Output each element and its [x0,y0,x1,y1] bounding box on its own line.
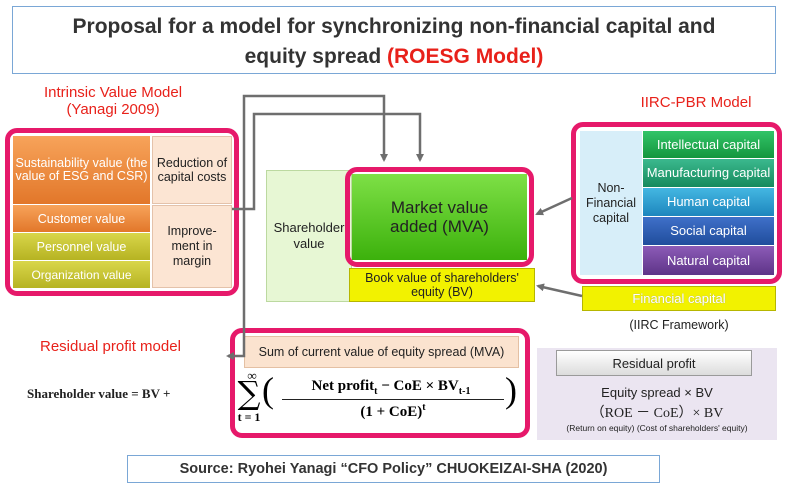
arrow-intrinsic-to-sum [226,209,246,360]
sum-frame [230,328,530,438]
intrinsic-value-label-line2: (Yanagi 2009) [66,101,160,118]
intrinsic-value-label-line1: Intrinsic Value Model [43,84,183,101]
numerator-sub-t-minus-1: t-1 [458,386,471,397]
manufacturing-capital-box: Manufacturing capital [643,159,774,187]
mva-box: Market value added (MVA) [352,174,527,260]
sum-lower-limit: t = 1 [237,410,261,424]
financial-capital-box: Financial capital [582,286,776,311]
shareholder-value-box: Shareholder value [266,170,352,302]
numerator-minus-coe-bv: − CoE × BV [377,378,459,394]
left-paren: ( [262,370,274,410]
book-value-box: Book value of shareholders' equity (BV) [349,268,535,302]
natural-capital-box: Natural capital [643,246,774,275]
right-paren: ) [505,370,517,410]
sustainability-value-box: Sustainability value (the value of ESG a… [13,136,150,204]
fraction-bar [282,399,504,400]
sum-upper-limit: ∞ [247,368,257,383]
reduction-capital-costs-box: Reduction of capital costs [152,136,232,204]
residual-profit-label: Residual profit model [40,338,181,355]
title-line-1: Proposal for a model for synchronizing n… [72,15,716,38]
intellectual-capital-box: Intellectual capital [643,131,774,158]
roe-coe-note: (Return on equity) (Cost of shareholders… [566,423,748,433]
numerator-sub-t: t [374,386,378,397]
iirc-framework-label: (IIRC Framework) [629,318,729,332]
sum-current-value-box: Sum of current value of equity spread (M… [244,336,519,368]
non-financial-capital-box: Non-Financial capital [580,131,642,275]
intrinsic-value-label: Intrinsic Value Model (Yanagi 2009) [4,84,222,118]
formula-lhs: Shareholder value = BV + [27,386,171,401]
sum-sign: ∑ [237,374,261,412]
formula-denominator: (1 + CoE)t [282,402,504,421]
denominator-text: (1 + CoE) [360,404,423,420]
social-capital-box: Social capital [643,217,774,245]
equity-spread-line: Equity spread × BV [601,385,713,400]
numerator-net-profit: Net profit [311,378,375,394]
organization-value-box: Organization value [13,261,150,288]
source-box: Source: Ryohei Yanagi “CFO Policy” CHUOK… [127,455,660,483]
denominator-sup-t: t [422,402,426,413]
arrow-reduction-to-mva [242,94,388,209]
title-line-2: equity spread (ROESG Model) [13,45,775,69]
iirc-pbr-label: IIRC-PBR Model [640,94,752,111]
human-capital-box: Human capital [643,188,774,216]
formula-numerator: Net profitt − CoE × BVt-1 [280,378,502,397]
title-line-2-prefix: equity spread [244,45,388,68]
title-highlight: (ROESG Model) [387,45,544,68]
personnel-value-box: Personnel value [13,233,150,260]
arrow-nonfinancial-to-mva [535,196,573,216]
arrow-intrinsic-to-mva [232,112,424,211]
mva-frame [345,167,534,267]
residual-profit-box: Residual profit [556,350,752,376]
roe-coe-line: （ROE － CoE）× BV [590,406,724,421]
customer-value-box: Customer value [13,205,150,232]
arrow-financial-to-bv [536,283,583,298]
title-box: Proposal for a model for synchronizing n… [12,6,776,74]
improvement-margin-box: Improve-ment in margin [152,205,232,288]
